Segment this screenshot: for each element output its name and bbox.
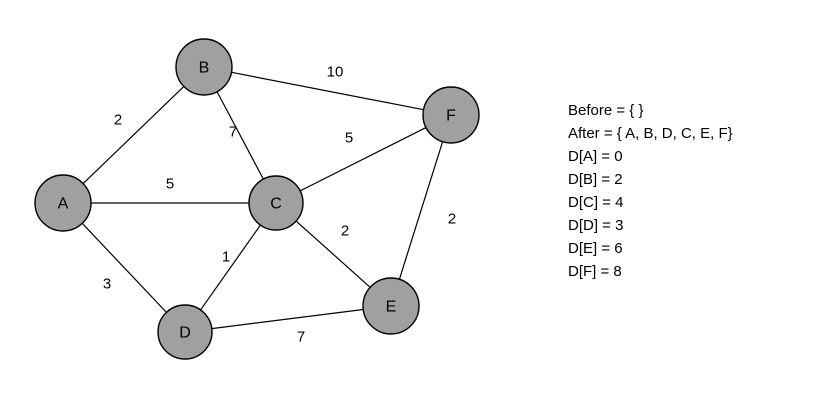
node-label-d: D bbox=[179, 325, 191, 342]
nodes-group: A B C D E F bbox=[34, 38, 480, 360]
node-circle-e[interactable] bbox=[362, 277, 420, 335]
node-circle-a[interactable] bbox=[34, 174, 92, 232]
edges-group bbox=[81, 71, 444, 330]
node-circle-b[interactable] bbox=[175, 38, 233, 96]
edge-c-d bbox=[200, 224, 261, 311]
edge-weight-e-f: 2 bbox=[448, 211, 456, 228]
node-label-f: F bbox=[446, 108, 456, 125]
node-c[interactable]: C bbox=[248, 175, 304, 231]
node-e[interactable]: E bbox=[362, 277, 420, 335]
node-f[interactable]: F bbox=[422, 86, 480, 144]
node-label-e: E bbox=[386, 299, 397, 316]
edge-weight-b-f: 10 bbox=[327, 64, 344, 81]
node-d[interactable]: D bbox=[157, 304, 213, 360]
edge-weight-a-b: 2 bbox=[114, 112, 122, 129]
edge-weight-c-f: 5 bbox=[345, 130, 353, 147]
node-b[interactable]: B bbox=[175, 38, 233, 96]
algorithm-state-panel: Before = { } After = { A, B, D, C, E, F}… bbox=[568, 99, 818, 283]
node-circle-d[interactable] bbox=[157, 304, 213, 360]
edge-d-e bbox=[211, 308, 364, 330]
edge-b-c bbox=[216, 91, 264, 180]
info-line-after: After = { A, B, D, C, E, F} bbox=[568, 125, 733, 142]
node-label-a: A bbox=[58, 196, 69, 213]
node-a[interactable]: A bbox=[34, 174, 92, 232]
edge-weight-d-e: 7 bbox=[297, 329, 305, 346]
edge-e-f bbox=[398, 141, 444, 280]
edge-weight-a-d: 3 bbox=[103, 276, 111, 293]
node-label-c: C bbox=[270, 196, 282, 213]
info-line-dist-f: D[F] = 8 bbox=[568, 263, 622, 280]
info-line-dist-c: D[C] = 4 bbox=[568, 194, 624, 211]
edge-weight-a-c: 5 bbox=[166, 176, 174, 193]
edge-c-f bbox=[299, 127, 427, 192]
node-label-b: B bbox=[199, 60, 210, 77]
edge-b-f bbox=[231, 71, 424, 111]
info-line-dist-a: D[A] = 0 bbox=[568, 148, 623, 165]
edge-a-d bbox=[81, 222, 167, 313]
info-line-before: Before = { } bbox=[568, 102, 644, 119]
edge-weight-b-c: 7 bbox=[229, 124, 237, 141]
info-line-dist-b: D[B] = 2 bbox=[568, 171, 623, 188]
node-circle-c[interactable] bbox=[248, 175, 304, 231]
node-circle-f[interactable] bbox=[422, 86, 480, 144]
edge-a-b bbox=[82, 86, 185, 184]
edge-weight-c-d: 1 bbox=[222, 249, 230, 266]
edge-c-e bbox=[295, 220, 371, 288]
edge-weight-c-e: 2 bbox=[341, 223, 349, 240]
info-line-dist-d: D[D] = 3 bbox=[568, 217, 624, 234]
info-line-dist-e: D[E] = 6 bbox=[568, 240, 623, 257]
